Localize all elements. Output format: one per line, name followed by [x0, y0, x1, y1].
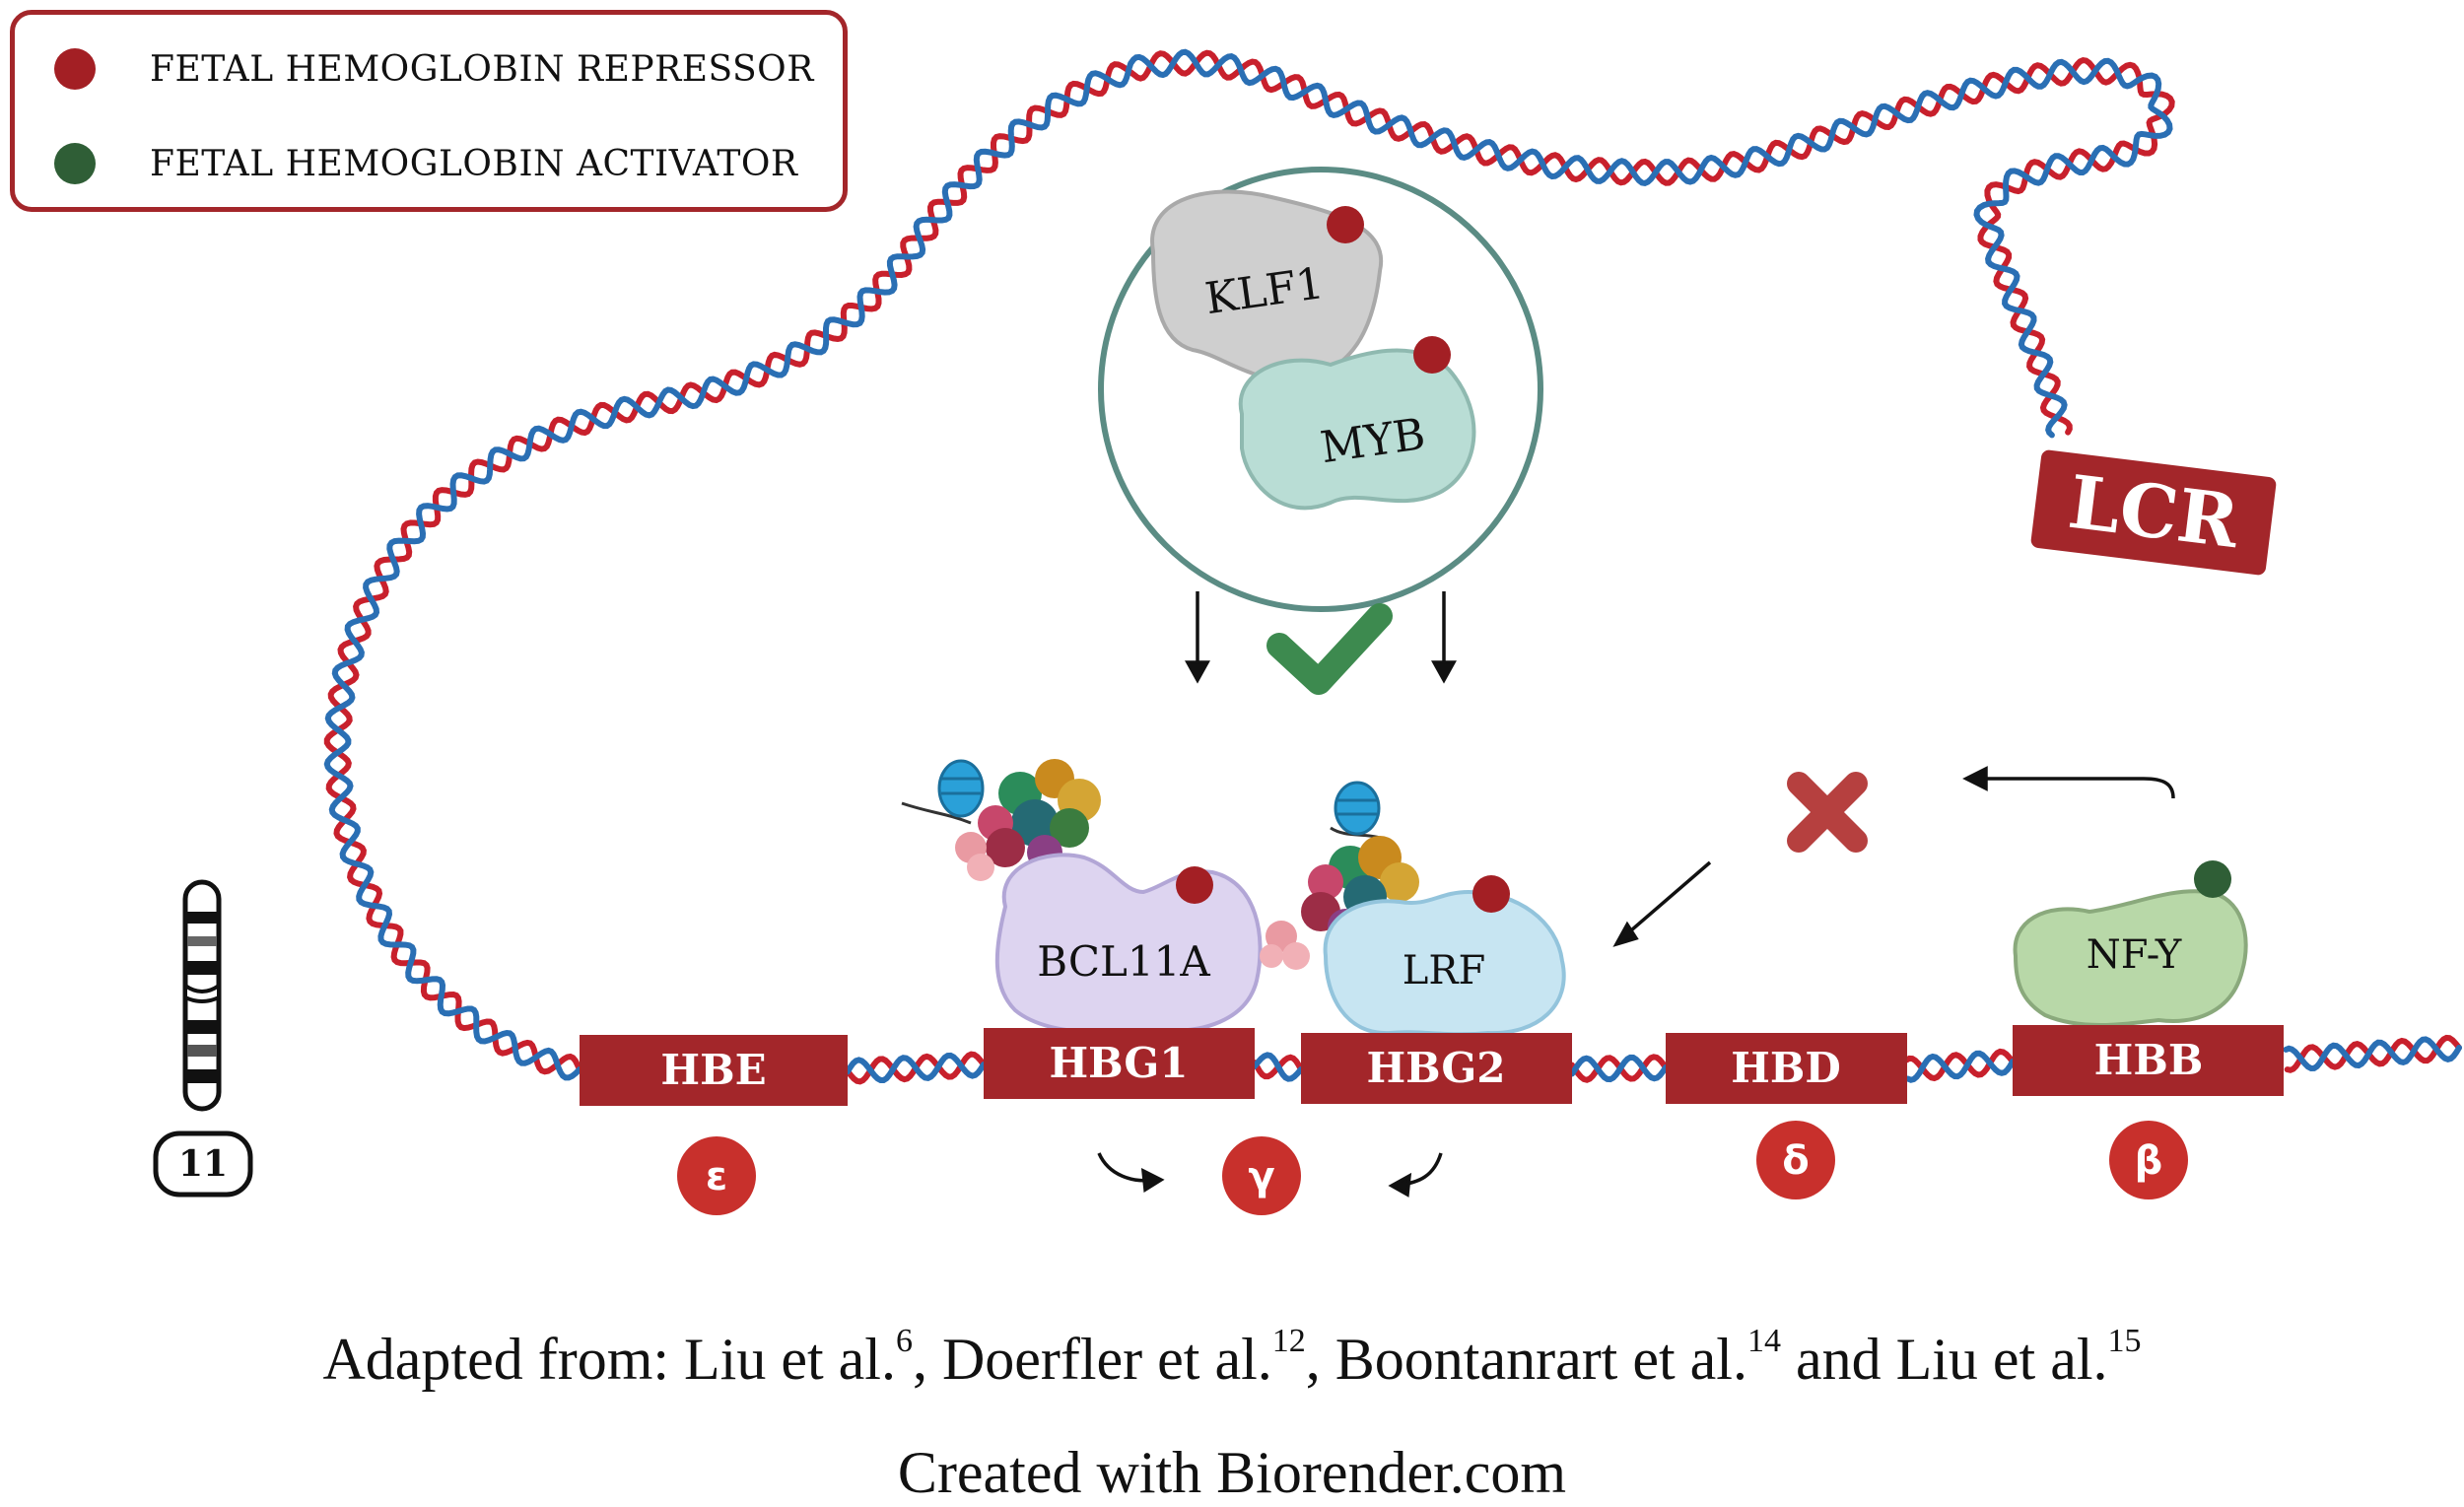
- caption-sources: Adapted from: Liu et al.6, Doerfler et a…: [0, 1323, 2464, 1394]
- chromosome-11-icon: 11: [153, 879, 253, 1198]
- gene-hbb-label: HBB: [2094, 1036, 2204, 1084]
- caption-sep: ,: [912, 1327, 942, 1392]
- lrf-label: LRF: [1403, 948, 1485, 993]
- lrf-repressor-dot: [1472, 875, 1510, 913]
- bcl11a-protein: BCL11A: [994, 853, 1263, 1035]
- klf1-myb-complex: KLF1 MYB: [1098, 167, 1543, 612]
- chain-delta-label: δ: [1782, 1138, 1809, 1184]
- dna-strand-red: [1903, 1048, 2016, 1082]
- chain-beta-label: β: [2135, 1138, 2163, 1184]
- caption-sep: ,: [1305, 1327, 1335, 1392]
- dna-strand-blue: [1904, 1050, 2016, 1083]
- dna-strand-blue: [2283, 1036, 2462, 1072]
- lcr-region: LCR: [2030, 449, 2277, 576]
- down-arrows: [1185, 591, 1457, 684]
- legend: FETAL HEMOGLOBIN REPRESSOR FETAL HEMOGLO…: [10, 10, 848, 212]
- ref-14: 14: [1746, 1323, 1781, 1359]
- legend-activator-label: FETAL HEMOGLOBIN ACTIVATOR: [150, 143, 798, 184]
- chromatin-complex-2: [1260, 781, 1419, 970]
- dna-strand-blue: [323, 48, 2173, 1081]
- dna-strand-blue: [1569, 1054, 1669, 1083]
- bcl11a-repressor-dot: [1176, 866, 1213, 904]
- nfy-label: NF-Y: [2087, 932, 2182, 978]
- myb-repressor-dot: [1413, 336, 1451, 374]
- chain-gamma-label: γ: [1248, 1154, 1274, 1199]
- myb-protein: [1238, 348, 1476, 511]
- dna-strand-red: [323, 49, 2175, 1075]
- gene-hbg1: HBG1: [984, 1028, 1255, 1099]
- dna-strand: [323, 48, 2462, 1085]
- ref-6: 6: [895, 1323, 913, 1359]
- klf1-protein: [1150, 189, 1384, 382]
- activator-dot-icon: [54, 143, 96, 184]
- gamma-arrows: [1097, 1152, 1443, 1198]
- chain-beta: β: [2109, 1121, 2188, 1199]
- gene-hbd: HBD: [1666, 1033, 1907, 1104]
- bcl11a-label: BCL11A: [1037, 937, 1210, 986]
- chain-delta: δ: [1756, 1121, 1835, 1199]
- cross-icon: [1787, 772, 1868, 853]
- legend-item-activator: FETAL HEMOGLOBIN ACTIVATOR: [54, 143, 797, 184]
- gene-hbe-label: HBE: [660, 1046, 766, 1094]
- checkmark-icon: [1266, 603, 1393, 695]
- chain-gamma: γ: [1222, 1136, 1301, 1215]
- gene-hbb: HBB: [2013, 1025, 2284, 1096]
- citation-boontanrart: Boontanrart et al.: [1335, 1327, 1747, 1392]
- repressor-dot-icon: [54, 48, 96, 90]
- citation-liu-1: Liu et al.: [684, 1327, 896, 1392]
- lcr-label: LCR: [2064, 460, 2243, 565]
- gene-hbg1-label: HBG1: [1049, 1039, 1188, 1087]
- caption-sep: and: [1780, 1327, 1896, 1392]
- nfy-protein: NF-Y: [2013, 860, 2248, 1027]
- nfy-activator-dot: [2194, 860, 2231, 898]
- lrf-protein: LRF: [1323, 875, 1566, 1037]
- citation-liu-2: Liu et al.: [1895, 1327, 2108, 1392]
- nfy-arrow: [1962, 766, 2175, 799]
- citation-doerfler: Doerfler et al.: [941, 1327, 1272, 1392]
- gene-hbe: HBE: [580, 1035, 848, 1106]
- klf1-repressor-dot: [1327, 206, 1364, 243]
- gene-hbg2-label: HBG2: [1366, 1044, 1505, 1092]
- chain-epsilon-label: ε: [706, 1154, 727, 1199]
- caption-prefix: Adapted from:: [322, 1327, 685, 1392]
- dna-strand-blue: [1251, 1052, 1304, 1082]
- dna-strand-red: [2284, 1034, 2462, 1073]
- gene-hbd-label: HBD: [1731, 1044, 1841, 1092]
- lrf-arrow: [1612, 860, 1712, 947]
- dna-strand-blue: [845, 1052, 987, 1083]
- caption-credit: Created with Biorender.com: [897, 1440, 1567, 1505]
- chromosome-number: 11: [178, 1143, 228, 1185]
- ref-15: 15: [2107, 1323, 2142, 1359]
- legend-repressor-label: FETAL HEMOGLOBIN REPRESSOR: [150, 48, 814, 90]
- chain-epsilon: ε: [677, 1136, 756, 1215]
- gene-hbg2: HBG2: [1301, 1033, 1572, 1104]
- ref-12: 12: [1271, 1323, 1306, 1359]
- legend-item-repressor: FETAL HEMOGLOBIN REPRESSOR: [54, 48, 814, 90]
